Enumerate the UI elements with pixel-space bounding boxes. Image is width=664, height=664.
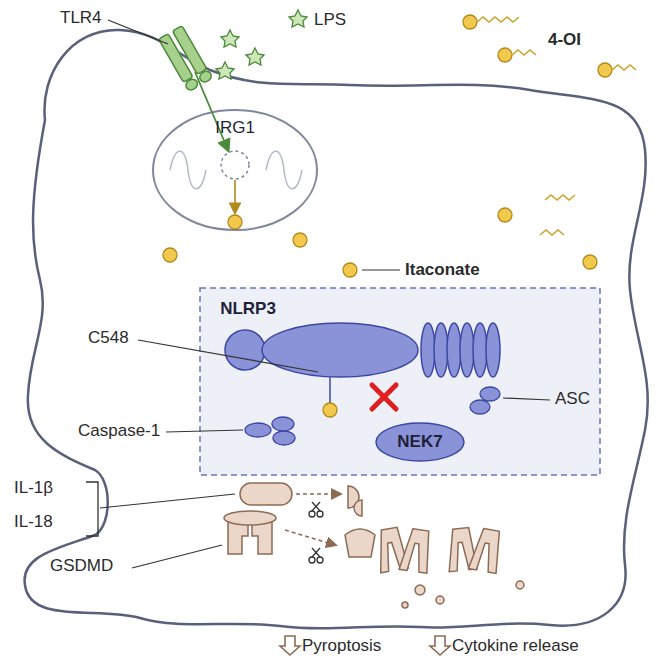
label: C548 [88,328,129,348]
organelle-label: IRG1 [213,117,257,139]
label: ASC [555,389,590,409]
label-text: Itaconate [405,260,480,279]
label: 4-OI [548,30,581,50]
label: LPS [314,10,346,30]
label: IL-1β [14,478,53,498]
label-text: Pyroptosis [302,636,381,655]
protein-node: NEK7 [375,422,465,462]
label-text: C548 [88,328,129,347]
label-text: ASC [555,389,590,408]
node-text: NEK7 [397,432,443,452]
protein-node: NLRP3 [218,298,278,320]
label-text: IL-18 [14,512,53,531]
label-text: Caspase-1 [78,421,160,440]
label: Pyroptosis [302,636,381,656]
label: TLR4 [60,8,102,28]
label-text: 4-OI [548,30,581,49]
label-text: IL-1β [14,478,53,497]
node-text: IRG1 [215,118,255,138]
label-text: TLR4 [60,8,102,27]
label: Caspase-1 [78,421,160,441]
node-text: NLRP3 [220,299,276,319]
label-text: LPS [314,10,346,29]
label: GSDMD [50,556,113,576]
label: IL-18 [14,512,53,532]
label: Itaconate [405,260,480,280]
label: Cytokine release [452,636,579,656]
label-text: Cytokine release [452,636,579,655]
label-text: GSDMD [50,556,113,575]
